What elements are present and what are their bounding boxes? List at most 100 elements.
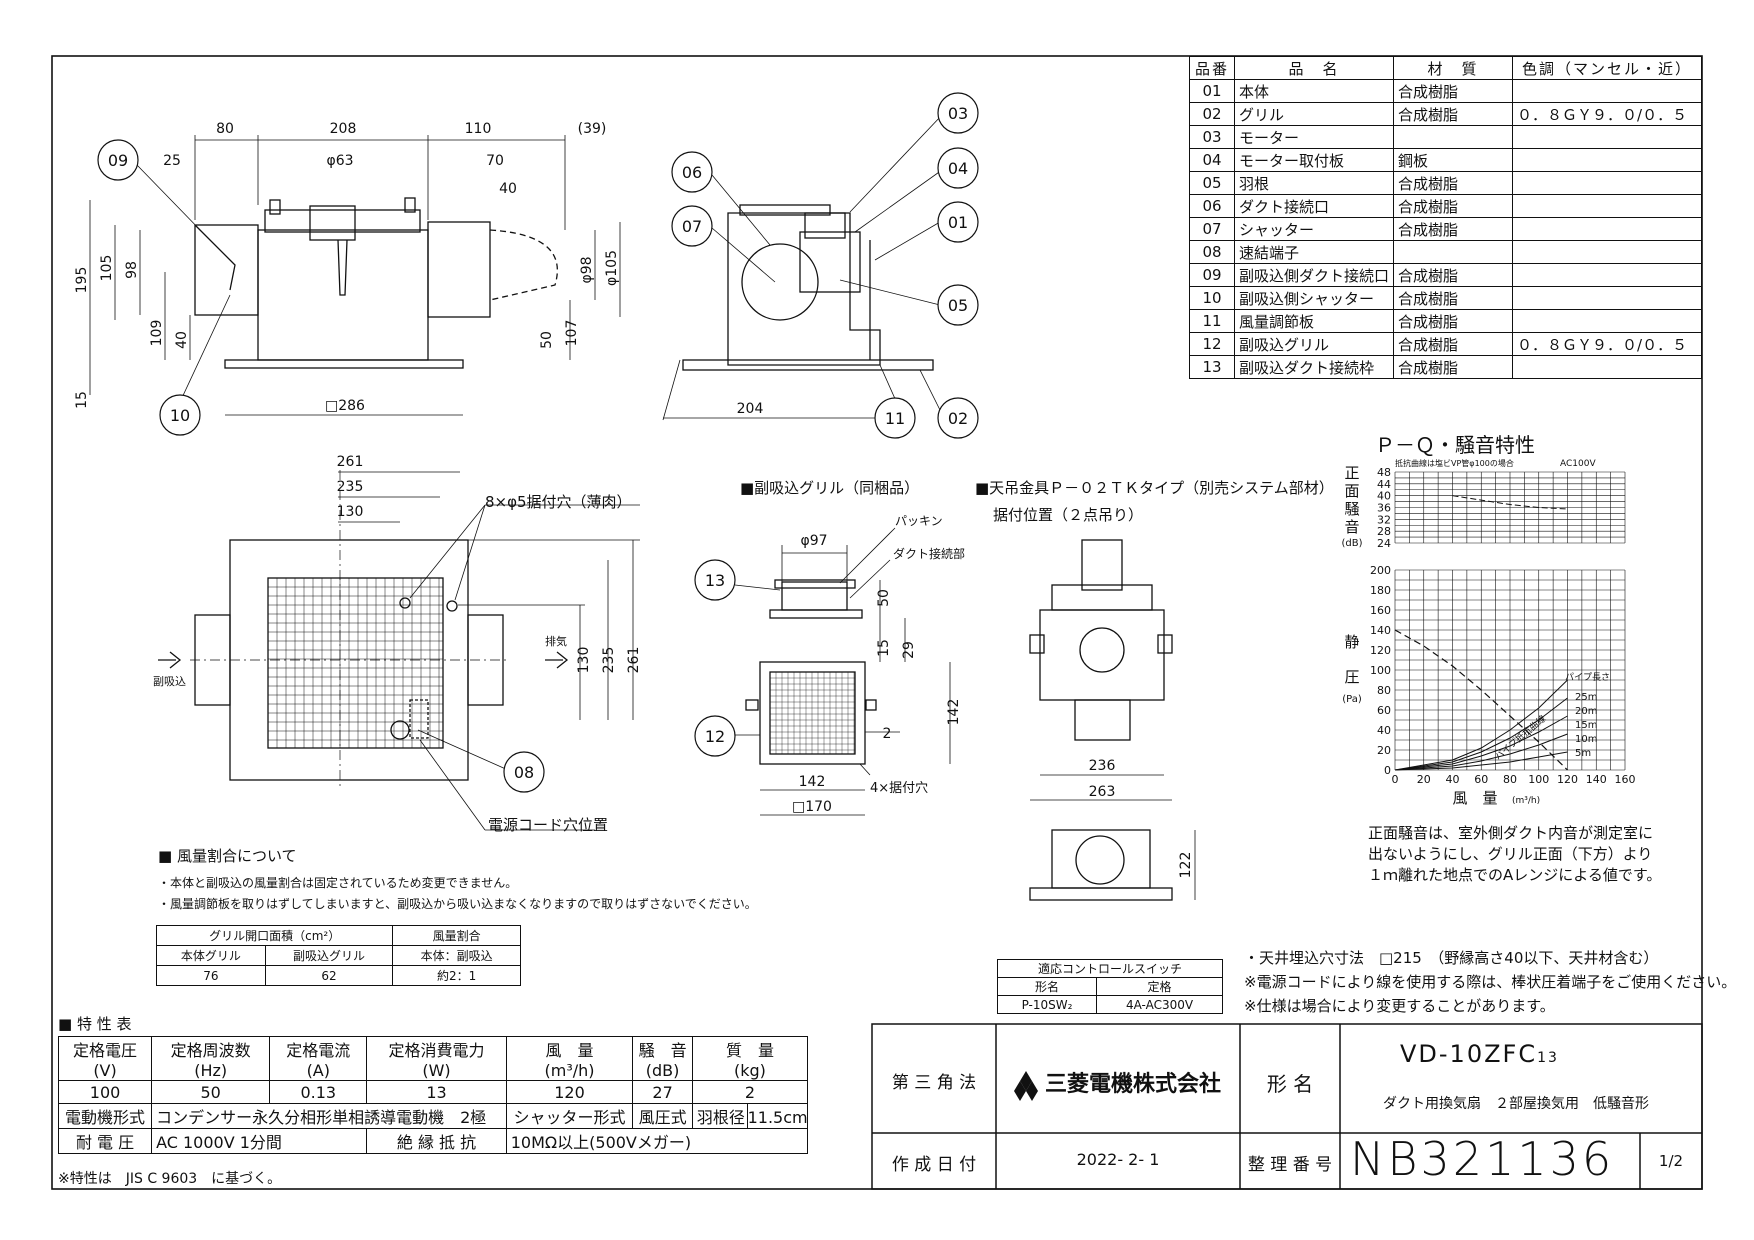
number-label: 整 理 番 号 xyxy=(1247,1155,1333,1175)
part-no: 12 xyxy=(1189,332,1235,356)
pq-x-tick: 80 xyxy=(1503,773,1517,786)
dim-142-v: 142 xyxy=(946,699,962,726)
company-name: 三菱電機株式会社 xyxy=(1045,1072,1222,1097)
part-no: 10 xyxy=(1189,286,1235,310)
pq-x-tick: 140 xyxy=(1586,773,1607,786)
noise-series-line xyxy=(1452,495,1568,510)
model-label: 形 名 xyxy=(1266,1072,1314,1096)
parts-header-color: 色調（マンセル・近） xyxy=(1512,56,1702,80)
part-no: 09 xyxy=(1189,263,1235,287)
part-material xyxy=(1393,240,1514,264)
part-color xyxy=(1512,217,1702,241)
part-material: 合成樹脂 xyxy=(1393,263,1514,287)
model-number: VD-10ZFC13 xyxy=(1400,1040,1559,1068)
noise-chart xyxy=(1394,471,1626,544)
noise-y-tick: 32 xyxy=(1377,513,1391,526)
pq-pipe-curve-20m xyxy=(1394,697,1568,771)
hanger-title: ■天吊金具Ｐ－０２ＴＫタイプ（別売システム部材） xyxy=(975,479,1334,497)
noise-axis-char-4: 音 xyxy=(1344,518,1359,536)
dim-235: 235 xyxy=(337,479,364,495)
chart-voltage: AC100V xyxy=(1560,459,1596,469)
x-axis-unit: (m³/h) xyxy=(1512,796,1540,806)
noise-unit: (dB) xyxy=(1341,538,1362,549)
balloon-05: 05 xyxy=(948,296,968,315)
noise-y-tick: 36 xyxy=(1377,502,1391,515)
dim-98: 98 xyxy=(124,261,140,279)
sub-grille-title: ■副吸込グリル（同梱品） xyxy=(740,479,919,497)
dim-109: 109 xyxy=(149,320,165,347)
part-name: ダクト接続口 xyxy=(1233,194,1395,218)
shutter-label: シャッター形式 xyxy=(505,1103,634,1129)
part-material: 合成樹脂 xyxy=(1393,194,1514,218)
balloon-10: 10 xyxy=(170,406,190,425)
ratio-s3: 本体：副吸込 xyxy=(392,945,521,966)
spec-header-name: 定格電圧 xyxy=(73,1041,138,1060)
packing-label: パッキン xyxy=(895,514,943,528)
part-material: 合成樹脂 xyxy=(1393,217,1514,241)
dim-122: 122 xyxy=(1178,852,1194,879)
holes4-label: 4×据付穴 xyxy=(870,781,928,796)
dim-235-v: 235 xyxy=(601,647,617,674)
dim-39: (39) xyxy=(578,121,607,137)
airflow-heading: ■ 風量割合について xyxy=(158,847,297,865)
part-color xyxy=(1512,286,1702,310)
pipe-length-label: パイプ長さ xyxy=(1565,672,1610,683)
ratio-v3: 約2：1 xyxy=(392,965,521,986)
dim-261: 261 xyxy=(337,454,364,470)
pq-y-tick: 100 xyxy=(1370,664,1391,677)
pq-x-tick: 120 xyxy=(1557,773,1578,786)
noise-y-tick: 44 xyxy=(1377,478,1391,491)
part-name: 副吸込ダクト接続枠 xyxy=(1233,355,1395,379)
dim-286: □286 xyxy=(325,398,365,414)
noise-note-3: １ｍ離れた地点でのAレンジによる値です。 xyxy=(1368,866,1662,884)
spec-header-unit: (kg) xyxy=(733,1061,766,1080)
pressure-unit: (Pa) xyxy=(1342,694,1362,705)
balloons: 09 10 03 04 01 05 06 07 11 02 08 13 12 xyxy=(97,92,979,793)
part-color xyxy=(1512,125,1702,149)
dim-15: 15 xyxy=(74,391,90,409)
spec-header-unit: (W) xyxy=(422,1061,451,1080)
dim-130-v: 130 xyxy=(576,647,592,674)
spec-header: 風 量(m³/h) xyxy=(505,1036,634,1081)
part-no: 06 xyxy=(1189,194,1235,218)
dimension-labels: 80 208 110 (39) 25 φ63 70 40 195 105 98 … xyxy=(74,121,1194,878)
part-material: 合成樹脂 xyxy=(1393,286,1514,310)
balloon-13: 13 xyxy=(705,571,725,590)
dim-80: 80 xyxy=(216,121,234,137)
noise-axis-char-1: 正 xyxy=(1344,464,1359,482)
noise-y-tick: 24 xyxy=(1377,537,1391,550)
noise-note: 正面騒音は、室外側ダクト内音が測定室に 出ないようにし、グリル正面（下方）より … xyxy=(1368,823,1661,886)
hanger-subtitle: 据付位置（２点吊り） xyxy=(993,506,1143,524)
spec-header: 定格電圧(V) xyxy=(57,1036,153,1081)
pq-fan-curve xyxy=(1394,629,1568,771)
model-suffix: 13 xyxy=(1537,1050,1559,1066)
dim-50: 50 xyxy=(539,331,555,349)
spec-header: 定格周波数(Hz) xyxy=(151,1036,271,1081)
part-material: 鋼板 xyxy=(1393,148,1514,172)
part-color xyxy=(1512,240,1702,264)
dim-70: 70 xyxy=(486,153,504,169)
dim-phi63: φ63 xyxy=(326,153,353,169)
ratio-h1: グリル開口面積（cm²） xyxy=(155,925,394,946)
part-no: 13 xyxy=(1189,355,1235,379)
part-color xyxy=(1512,171,1702,195)
spec-header-unit: (Hz) xyxy=(194,1061,228,1080)
dim-40-left: 40 xyxy=(174,331,190,349)
balloon-08: 08 xyxy=(514,763,534,782)
spec-header: 定格消費電力(W) xyxy=(366,1036,507,1081)
pq-y-tick: 180 xyxy=(1370,584,1391,597)
noise-y-tick: 40 xyxy=(1377,490,1391,503)
blade-value: 11.5cm xyxy=(747,1108,808,1127)
noise-axis-char-3: 騒 xyxy=(1344,500,1359,518)
part-material: 合成樹脂 xyxy=(1393,102,1514,126)
